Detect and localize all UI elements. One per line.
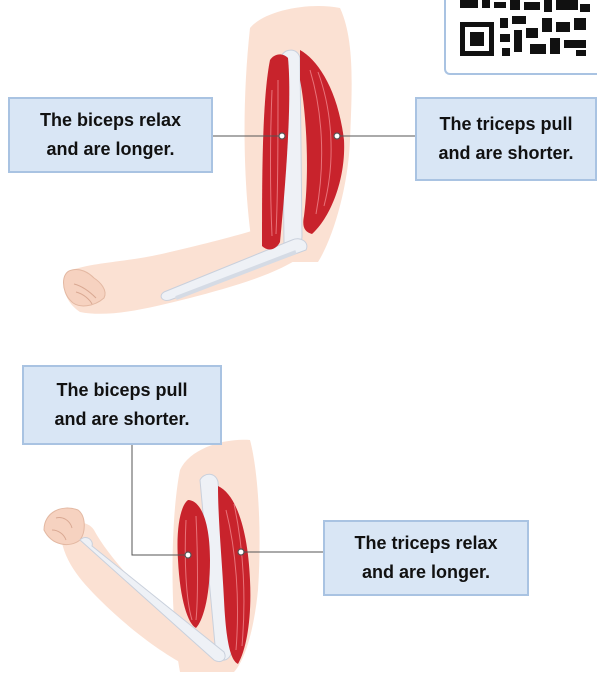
bottom-triceps-label: The triceps relax and are longer. [323, 520, 529, 596]
bottom-biceps-label-line-1: The biceps pull [56, 376, 187, 405]
top-triceps-label-line-2: and are shorter. [438, 139, 573, 168]
bottom-hand [44, 508, 84, 545]
bottom-arm [44, 440, 323, 672]
qr-code [444, 0, 597, 75]
top-triceps-label: The triceps pull and are shorter. [415, 97, 597, 181]
top-biceps-label-line-1: The biceps relax [40, 106, 181, 135]
bottom-triceps-label-line-1: The triceps relax [354, 529, 497, 558]
top-triceps-label-line-1: The triceps pull [439, 110, 572, 139]
top-biceps-label: The biceps relax and are longer. [8, 97, 213, 173]
bottom-triceps-label-line-2: and are longer. [362, 558, 490, 587]
bottom-biceps-label-line-2: and are shorter. [54, 405, 189, 434]
qr-code-icon [446, 0, 597, 75]
bottom-biceps-label: The biceps pull and are shorter. [22, 365, 222, 445]
top-biceps-label-line-2: and are longer. [46, 135, 174, 164]
top-forearm-skin [64, 230, 318, 314]
